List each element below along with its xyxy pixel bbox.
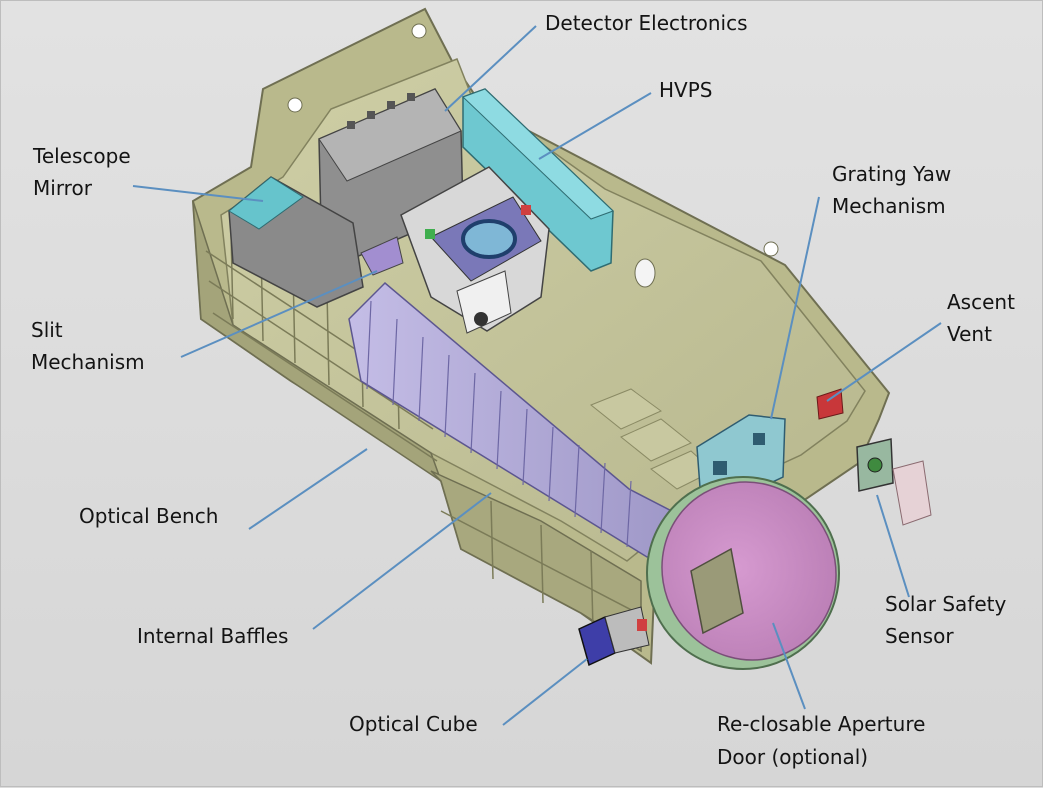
label-aperture-door-line2: Door (optional) [717,745,869,769]
label-ascent-vent-line1: Ascent [947,290,1015,314]
label-aperture-door-line1: Re-closable Aperture [717,712,926,736]
label-grating-yaw-line2: Mechanism [832,194,946,218]
telescope-mirror-unit [228,176,364,308]
aperture-opening [690,547,744,635]
leader-internal-baffles [312,492,492,630]
label-telescope-mirror-line2: Mirror [33,176,92,200]
label-ascent-vent-line2: Vent [947,322,992,346]
lower-block-ribs [440,500,642,630]
mount-hole [411,23,427,39]
label-slit-mechanism-line2: Mechanism [31,350,145,374]
ascent-vent-flap [816,388,844,420]
leader-hvps [538,92,652,160]
label-telescope-mirror-line1: Telescope [33,144,131,168]
label-internal-baffles: Internal Baffles [137,624,289,648]
electronics-connectors [347,93,415,129]
detector-ring [461,219,517,259]
leader-grating-yaw [770,196,820,420]
solar-safety-sensor [856,438,932,526]
aperture-door [646,476,840,670]
leader-solar-safety [876,494,910,598]
label-hvps: HVPS [659,78,713,102]
vent-hole [634,258,656,288]
leader-slit-mechanism [180,270,378,358]
baffle-vanes [366,300,632,548]
leader-ascent-vent [826,322,942,402]
label-solar-safety-line1: Solar Safety [885,592,1007,616]
leader-lines [132,25,942,726]
label-slit-mechanism-line1: Slit [31,318,63,342]
label-detector-electronics: Detector Electronics [545,11,748,35]
leader-optical-bench [248,448,368,530]
slit-assembly [360,166,550,334]
leader-aperture-door [772,622,806,710]
label-grating-yaw-line1: Grating Yaw [832,162,952,186]
label-optical-bench: Optical Bench [79,504,219,528]
leader-optical-cube [502,658,588,726]
leader-detector-electronics [444,25,537,112]
mount-hole [287,97,303,113]
hvps-unit [462,88,614,272]
optical-cube [578,606,650,667]
mount-hole [763,241,779,257]
label-solar-safety-line2: Sensor [885,624,954,648]
leader-telescope-mirror [132,185,264,202]
label-optical-cube: Optical Cube [349,712,478,736]
